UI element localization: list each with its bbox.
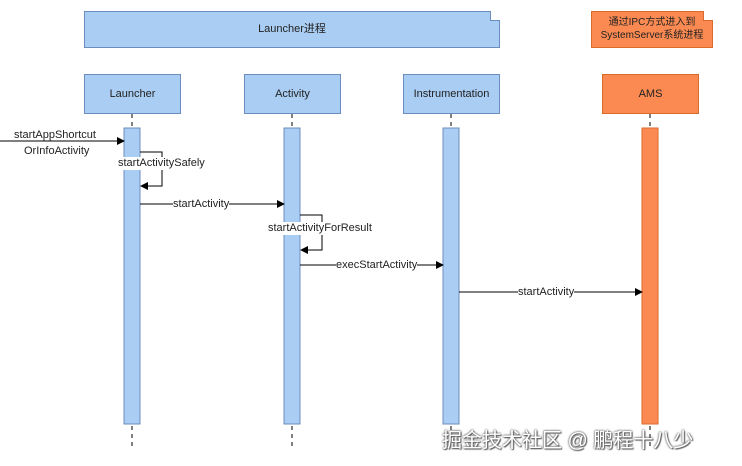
participant-launcher-label: Launcher	[109, 88, 156, 100]
participant-launcher: Launcher	[84, 74, 181, 114]
msg-startappshortcut-label: startAppShortcut OrInfoActivity	[14, 128, 96, 160]
note-fold-corner	[490, 11, 500, 21]
participant-instrumentation-label: Instrumentation	[413, 88, 490, 100]
ipc-note-line-2: SystemServer系统进程	[600, 29, 704, 41]
msg-execstartactivity-label: execStartActivity	[336, 259, 418, 273]
launcher-process-note: Launcher进程	[84, 11, 500, 48]
participant-ams: AMS	[602, 74, 699, 114]
activity-activation	[283, 127, 301, 425]
msg-startappshortcut-line-2: OrInfoActivity	[24, 144, 90, 157]
msg-startappshortcut-line-1: startAppShortcut	[14, 129, 96, 141]
participant-activity-label: Activity	[275, 88, 310, 100]
launcher-activation	[123, 127, 141, 425]
msg-startactivity-ams-label: startActivity	[518, 286, 575, 300]
participant-instrumentation: Instrumentation	[403, 74, 500, 114]
watermark: 掘金技术社区 @ 鹏程十八少	[442, 430, 694, 452]
msg-startactivitysafely-label: startActivitySafely	[118, 157, 205, 171]
instrumentation-activation	[442, 127, 460, 425]
ipc-note-line-1: 通过IPC方式进入到	[608, 17, 696, 28]
ipc-note: 通过IPC方式进入到 SystemServer系统进程	[591, 11, 713, 48]
participant-activity: Activity	[244, 74, 341, 114]
msg-startactivityforresult-label: startActivityForResult	[268, 222, 372, 236]
participant-ams-label: AMS	[638, 88, 663, 100]
launcher-process-note-text: Launcher进程	[258, 22, 326, 35]
note-fold-corner	[703, 11, 713, 21]
ams-activation	[641, 127, 659, 425]
msg-startactivity-label: startActivity	[173, 198, 230, 212]
